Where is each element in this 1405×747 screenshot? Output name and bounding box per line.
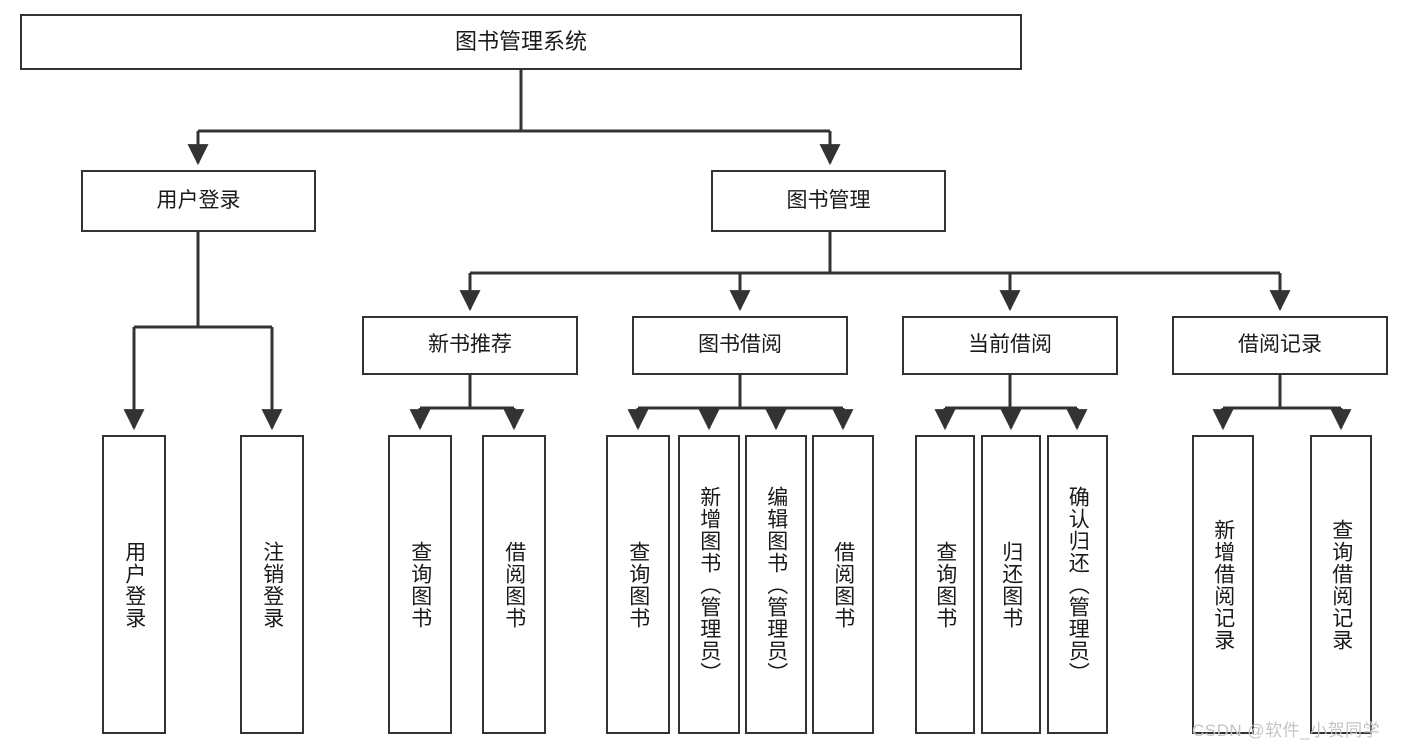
leaf-borrow-book-label: 借阅图书 [831, 540, 855, 629]
leaf-query-book-current[interactable]: 查询图书 [915, 435, 975, 734]
node-new-book-recommend[interactable]: 新书推荐 [362, 316, 578, 375]
node-borrow-record[interactable]: 借阅记录 [1172, 316, 1388, 375]
node-user-login[interactable]: 用户登录 [81, 170, 316, 232]
node-root[interactable]: 图书管理系统 [20, 14, 1022, 70]
leaf-edit-book-admin[interactable]: 编辑图书（管理员） [745, 435, 807, 734]
node-book-management-label: 图书管理 [786, 188, 871, 212]
leaf-borrow-book-recommend[interactable]: 借阅图书 [482, 435, 546, 734]
leaf-add-borrow-record-label: 新增借阅记录 [1211, 518, 1235, 651]
leaf-query-book-recommend-label: 查询图书 [408, 540, 432, 629]
node-borrow-record-label: 借阅记录 [1238, 333, 1322, 357]
node-new-book-recommend-label: 新书推荐 [428, 333, 512, 357]
leaf-logout-label: 注销登录 [260, 540, 284, 629]
node-current-borrow-label: 当前借阅 [968, 333, 1052, 357]
leaf-add-borrow-record[interactable]: 新增借阅记录 [1192, 435, 1254, 734]
leaf-return-book-label: 归还图书 [999, 540, 1023, 629]
leaf-borrow-book-recommend-label: 借阅图书 [502, 540, 526, 629]
leaf-logout[interactable]: 注销登录 [240, 435, 304, 734]
node-root-label: 图书管理系统 [454, 29, 587, 55]
csdn-watermark: CSDN @软件_小贺同学 [1192, 721, 1381, 740]
leaf-query-borrow-record-label: 查询借阅记录 [1329, 518, 1353, 651]
leaf-query-book-borrow-label: 查询图书 [626, 540, 650, 629]
node-book-borrow-label: 图书借阅 [698, 333, 782, 357]
leaf-return-book[interactable]: 归还图书 [981, 435, 1041, 734]
node-book-borrow[interactable]: 图书借阅 [632, 316, 848, 375]
leaf-query-book-current-label: 查询图书 [933, 540, 957, 629]
leaf-user-login-label: 用户登录 [122, 540, 146, 629]
leaf-query-book-recommend[interactable]: 查询图书 [388, 435, 452, 734]
node-current-borrow[interactable]: 当前借阅 [902, 316, 1118, 375]
leaf-edit-book-admin-label: 编辑图书（管理员） [764, 485, 788, 684]
leaf-add-book-admin-label: 新增图书（管理员） [697, 485, 721, 684]
leaf-borrow-book[interactable]: 借阅图书 [812, 435, 874, 734]
leaf-query-book-borrow[interactable]: 查询图书 [606, 435, 670, 734]
leaf-confirm-return-admin-label: 确认归还（管理员） [1066, 485, 1090, 684]
node-book-management[interactable]: 图书管理 [711, 170, 946, 232]
leaf-user-login[interactable]: 用户登录 [102, 435, 166, 734]
leaf-add-book-admin[interactable]: 新增图书（管理员） [678, 435, 740, 734]
leaf-confirm-return-admin[interactable]: 确认归还（管理员） [1047, 435, 1108, 734]
leaf-query-borrow-record[interactable]: 查询借阅记录 [1310, 435, 1372, 734]
node-user-login-label: 用户登录 [156, 188, 241, 212]
